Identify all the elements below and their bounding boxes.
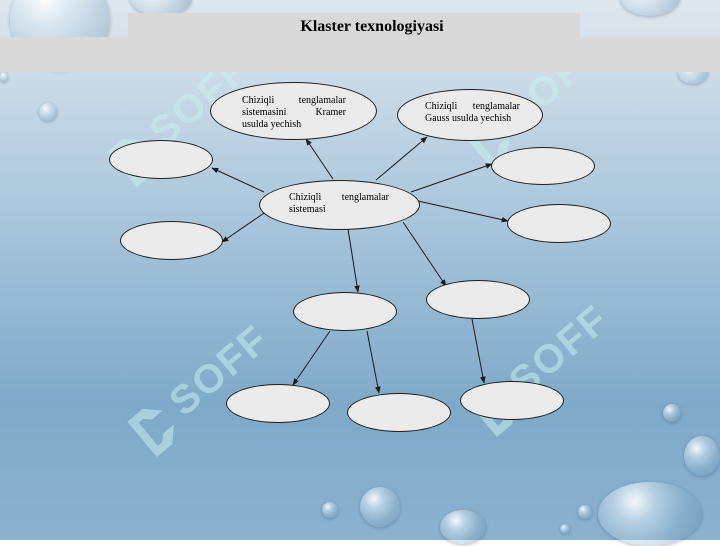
slide-title: Klaster texnologiyasi: [300, 18, 444, 35]
node-empty-lower-left: [293, 292, 397, 331]
water-drop: [130, 0, 192, 16]
node-empty-left-top: [109, 140, 213, 179]
node-kramer: [210, 82, 377, 140]
arrow-to-lower-right: [402, 221, 447, 287]
water-drop: [663, 404, 681, 422]
water-drop: [322, 502, 338, 518]
arrow-to-bottom-left: [292, 330, 331, 386]
arrow-to-gauss: [375, 136, 428, 181]
water-drop: [440, 510, 486, 544]
node-empty-bottom-mid: [347, 393, 451, 432]
title-band: [0, 37, 720, 72]
soff-watermark: SOFF: [109, 312, 282, 477]
arrow-to-bottom-right: [471, 318, 486, 384]
arrow-to-bottom-mid: [366, 330, 381, 394]
soff-logo-icon: [127, 408, 174, 457]
title-box: [128, 13, 580, 37]
water-drop: [578, 505, 592, 519]
node-gauss-label: Chiziqli tenglamalar Gauss usulda yechis…: [425, 101, 520, 124]
arrow-to-kramer: [305, 138, 334, 180]
node-center-label: Chiziqli tenglamalar sistemasi: [289, 192, 389, 215]
node-center: [259, 180, 420, 230]
node-empty-right-top: [491, 147, 595, 185]
node-empty-bottom-left: [226, 384, 330, 423]
arrow-to-left-top: [211, 167, 265, 193]
node-empty-left-mid: [120, 221, 223, 260]
water-drop: [39, 103, 57, 121]
water-drop: [0, 72, 8, 82]
node-kramer-label: Chiziqli tenglamalar sistemasini Kramer …: [242, 95, 346, 130]
arrow-to-lower-left: [347, 228, 360, 293]
arrow-to-left-mid: [221, 210, 268, 243]
node-gauss: [397, 89, 543, 141]
node-empty-right-mid: [507, 204, 611, 243]
water-drop: [360, 487, 400, 527]
node-empty-lower-right: [426, 280, 530, 319]
arrow-to-right-top: [410, 163, 493, 193]
arrow-to-right-mid: [417, 200, 509, 223]
water-drop: [684, 436, 720, 476]
node-empty-bottom-right: [460, 381, 564, 420]
water-drop: [620, 0, 680, 16]
water-drop: [598, 482, 702, 546]
water-drop: [560, 524, 570, 534]
